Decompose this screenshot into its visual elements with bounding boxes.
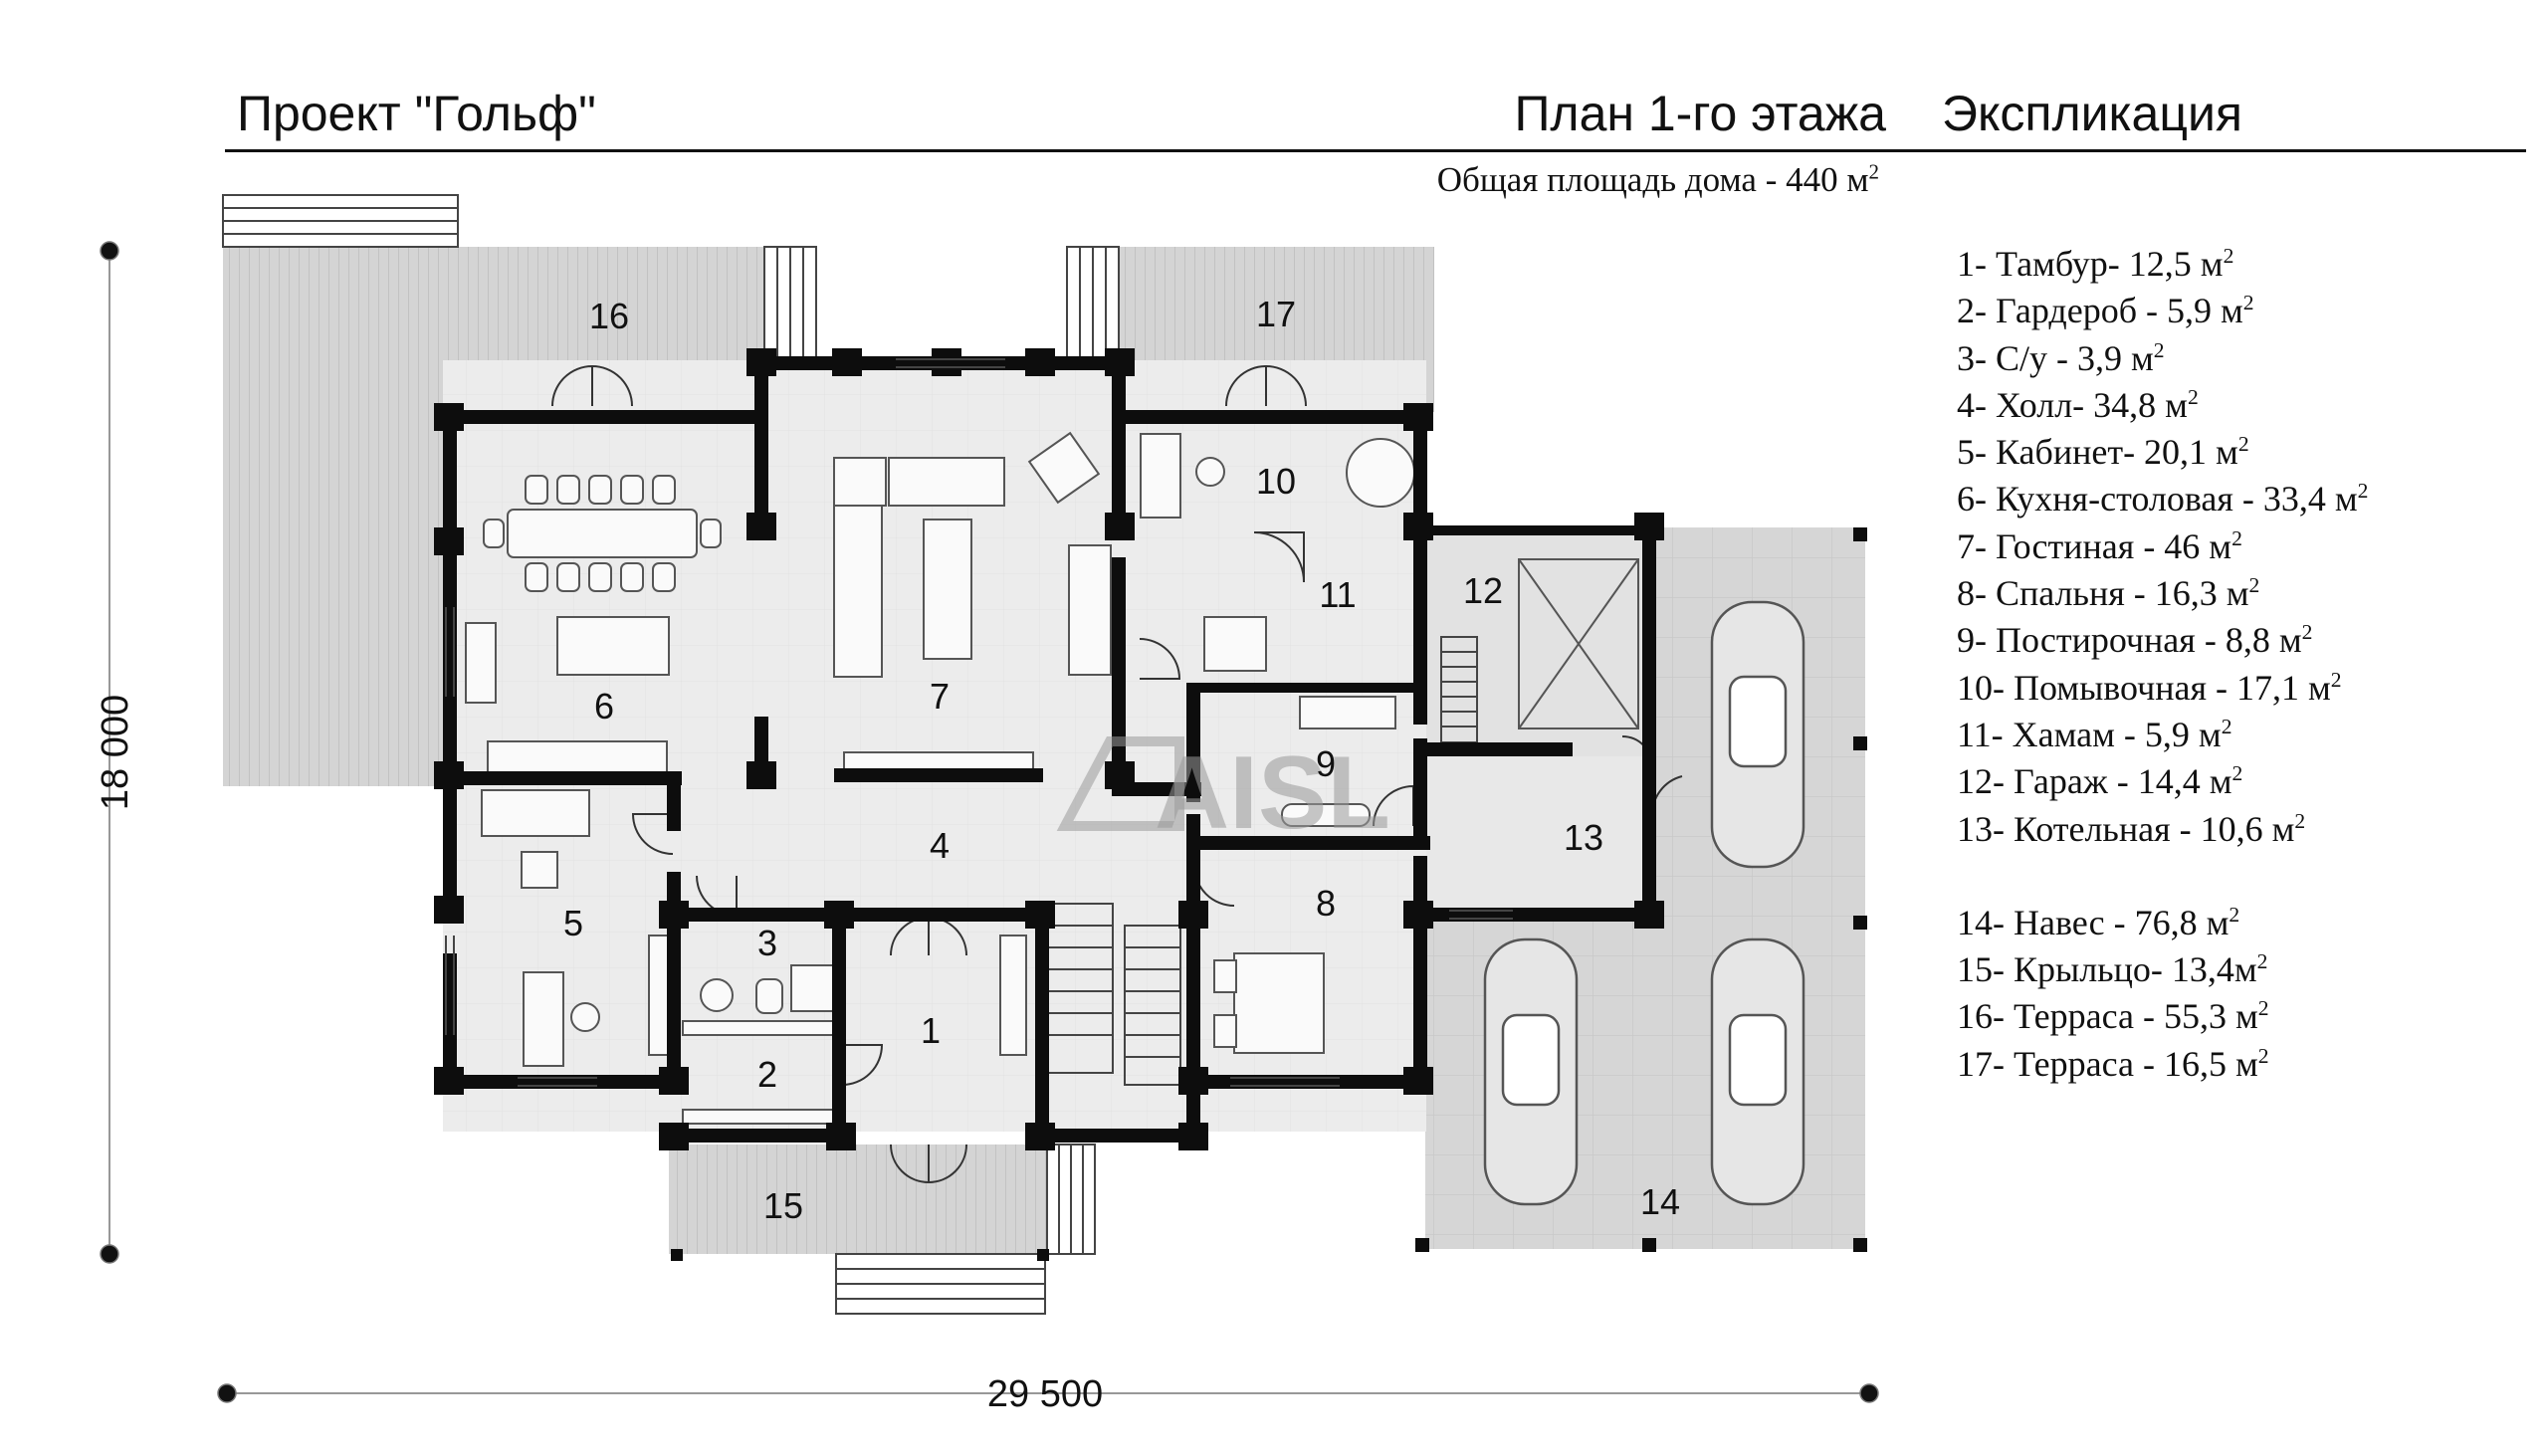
walls	[434, 348, 1867, 1261]
legend-item-17: 17- Терраса - 16,5 м2	[1957, 1043, 2269, 1084]
car-carport-left	[1483, 937, 1579, 1206]
room-number-4: 4	[930, 825, 950, 866]
room-number-16: 16	[589, 296, 629, 336]
legend-item-11: 11- Хамам - 5,9 м2	[1957, 714, 2232, 754]
room-number-14: 14	[1640, 1181, 1680, 1222]
legend-item-8: 8- Спальня - 16,3 м2	[1957, 573, 2260, 614]
stair-hall	[1046, 903, 1181, 1086]
legend-item-6: 6- Кухня-столовая - 33,4 м2	[1957, 479, 2369, 520]
room-number-2: 2	[757, 1054, 777, 1095]
header: Проект "Гольф" План 1-го этажа Экспликац…	[0, 0, 2548, 199]
legend-item-4: 4- Холл- 34,8 м2	[1957, 384, 2199, 425]
legend-item-15: 15- Крыльцо- 13,4м2	[1957, 949, 2268, 990]
legend-item-7: 7- Гостиная - 46 м2	[1957, 525, 2242, 566]
garage-floor-12	[1426, 527, 1653, 756]
legend-item-14: 14- Навес - 76,8 м2	[1957, 902, 2240, 942]
room-number-1: 1	[921, 1010, 941, 1051]
dim-height: 18 000	[95, 695, 136, 810]
legend-item-12: 12- Гараж - 14,4 м2	[1957, 761, 2243, 802]
room-number-9: 9	[1316, 743, 1336, 784]
legend-item-1: 1- Тамбур- 12,5 м2	[1957, 244, 2234, 284]
header-rule	[225, 149, 2526, 152]
plan-title: План 1-го этажа	[1514, 86, 1886, 141]
dim-width: 29 500	[987, 1373, 1103, 1415]
room-number-17: 17	[1256, 294, 1296, 334]
room-number-5: 5	[563, 903, 583, 943]
room-number-13: 13	[1564, 817, 1603, 858]
floor-plan: 29 500 18 000 AISL 1 2 3 4 5 6 7 8 9 10 …	[95, 194, 1879, 1415]
legend-item-9: 9- Постирочная - 8,8 м2	[1957, 620, 2313, 661]
legend-gap	[1957, 853, 2368, 900]
room-number-8: 8	[1316, 883, 1336, 924]
porch-15	[669, 1144, 1047, 1254]
steps-terrace-16-right	[763, 246, 817, 359]
car-carport-right	[1710, 937, 1805, 1206]
furniture	[465, 431, 1415, 1125]
steps-porch-front	[835, 1253, 1046, 1315]
legend-item-13: 13- Котельная - 10,6 м2	[1957, 808, 2306, 849]
steps-porch-side	[1046, 1144, 1096, 1255]
legend: 1- Тамбур- 12,5 м2 2- Гардероб - 5,9 м2 …	[1957, 241, 2368, 1088]
room-number-3: 3	[757, 923, 777, 963]
room-number-11: 11	[1319, 574, 1356, 615]
total-area-text: Общая площадь дома - 440 м	[1436, 160, 1869, 199]
room-number-6: 6	[594, 686, 614, 727]
dimension-lines	[100, 241, 1879, 1403]
windows	[445, 358, 1513, 1087]
watermark-text: AISL	[1155, 735, 1390, 851]
total-area-unit-sup: 2	[1868, 159, 1880, 184]
room-number-7: 7	[930, 676, 950, 717]
car-garage-upper	[1710, 600, 1805, 869]
room-number-15: 15	[763, 1185, 803, 1226]
project-title: Проект "Гольф"	[237, 86, 596, 141]
room-number-10: 10	[1256, 461, 1296, 502]
boiler-floor-13	[1426, 756, 1653, 921]
legend-title: Экспликация	[1942, 86, 2242, 141]
legend-item-2: 2- Гардероб - 5,9 м2	[1957, 291, 2254, 331]
legend-item-16: 16- Терраса - 55,3 м2	[1957, 996, 2269, 1037]
legend-item-5: 5- Кабинет- 20,1 м2	[1957, 432, 2249, 473]
total-area: Общая площадь дома - 440 м2	[1437, 159, 1879, 201]
steps-terrace-17	[1066, 246, 1120, 359]
steps-terrace-16	[222, 194, 459, 248]
legend-item-10: 10- Помывочная - 17,1 м2	[1957, 667, 2342, 708]
legend-item-3: 3- С/у - 3,9 м2	[1957, 337, 2165, 378]
room-number-12: 12	[1463, 570, 1503, 611]
aisl-watermark: AISL	[1056, 735, 1390, 851]
stair-garage	[1440, 636, 1478, 743]
garage-x-mark	[1518, 558, 1639, 729]
